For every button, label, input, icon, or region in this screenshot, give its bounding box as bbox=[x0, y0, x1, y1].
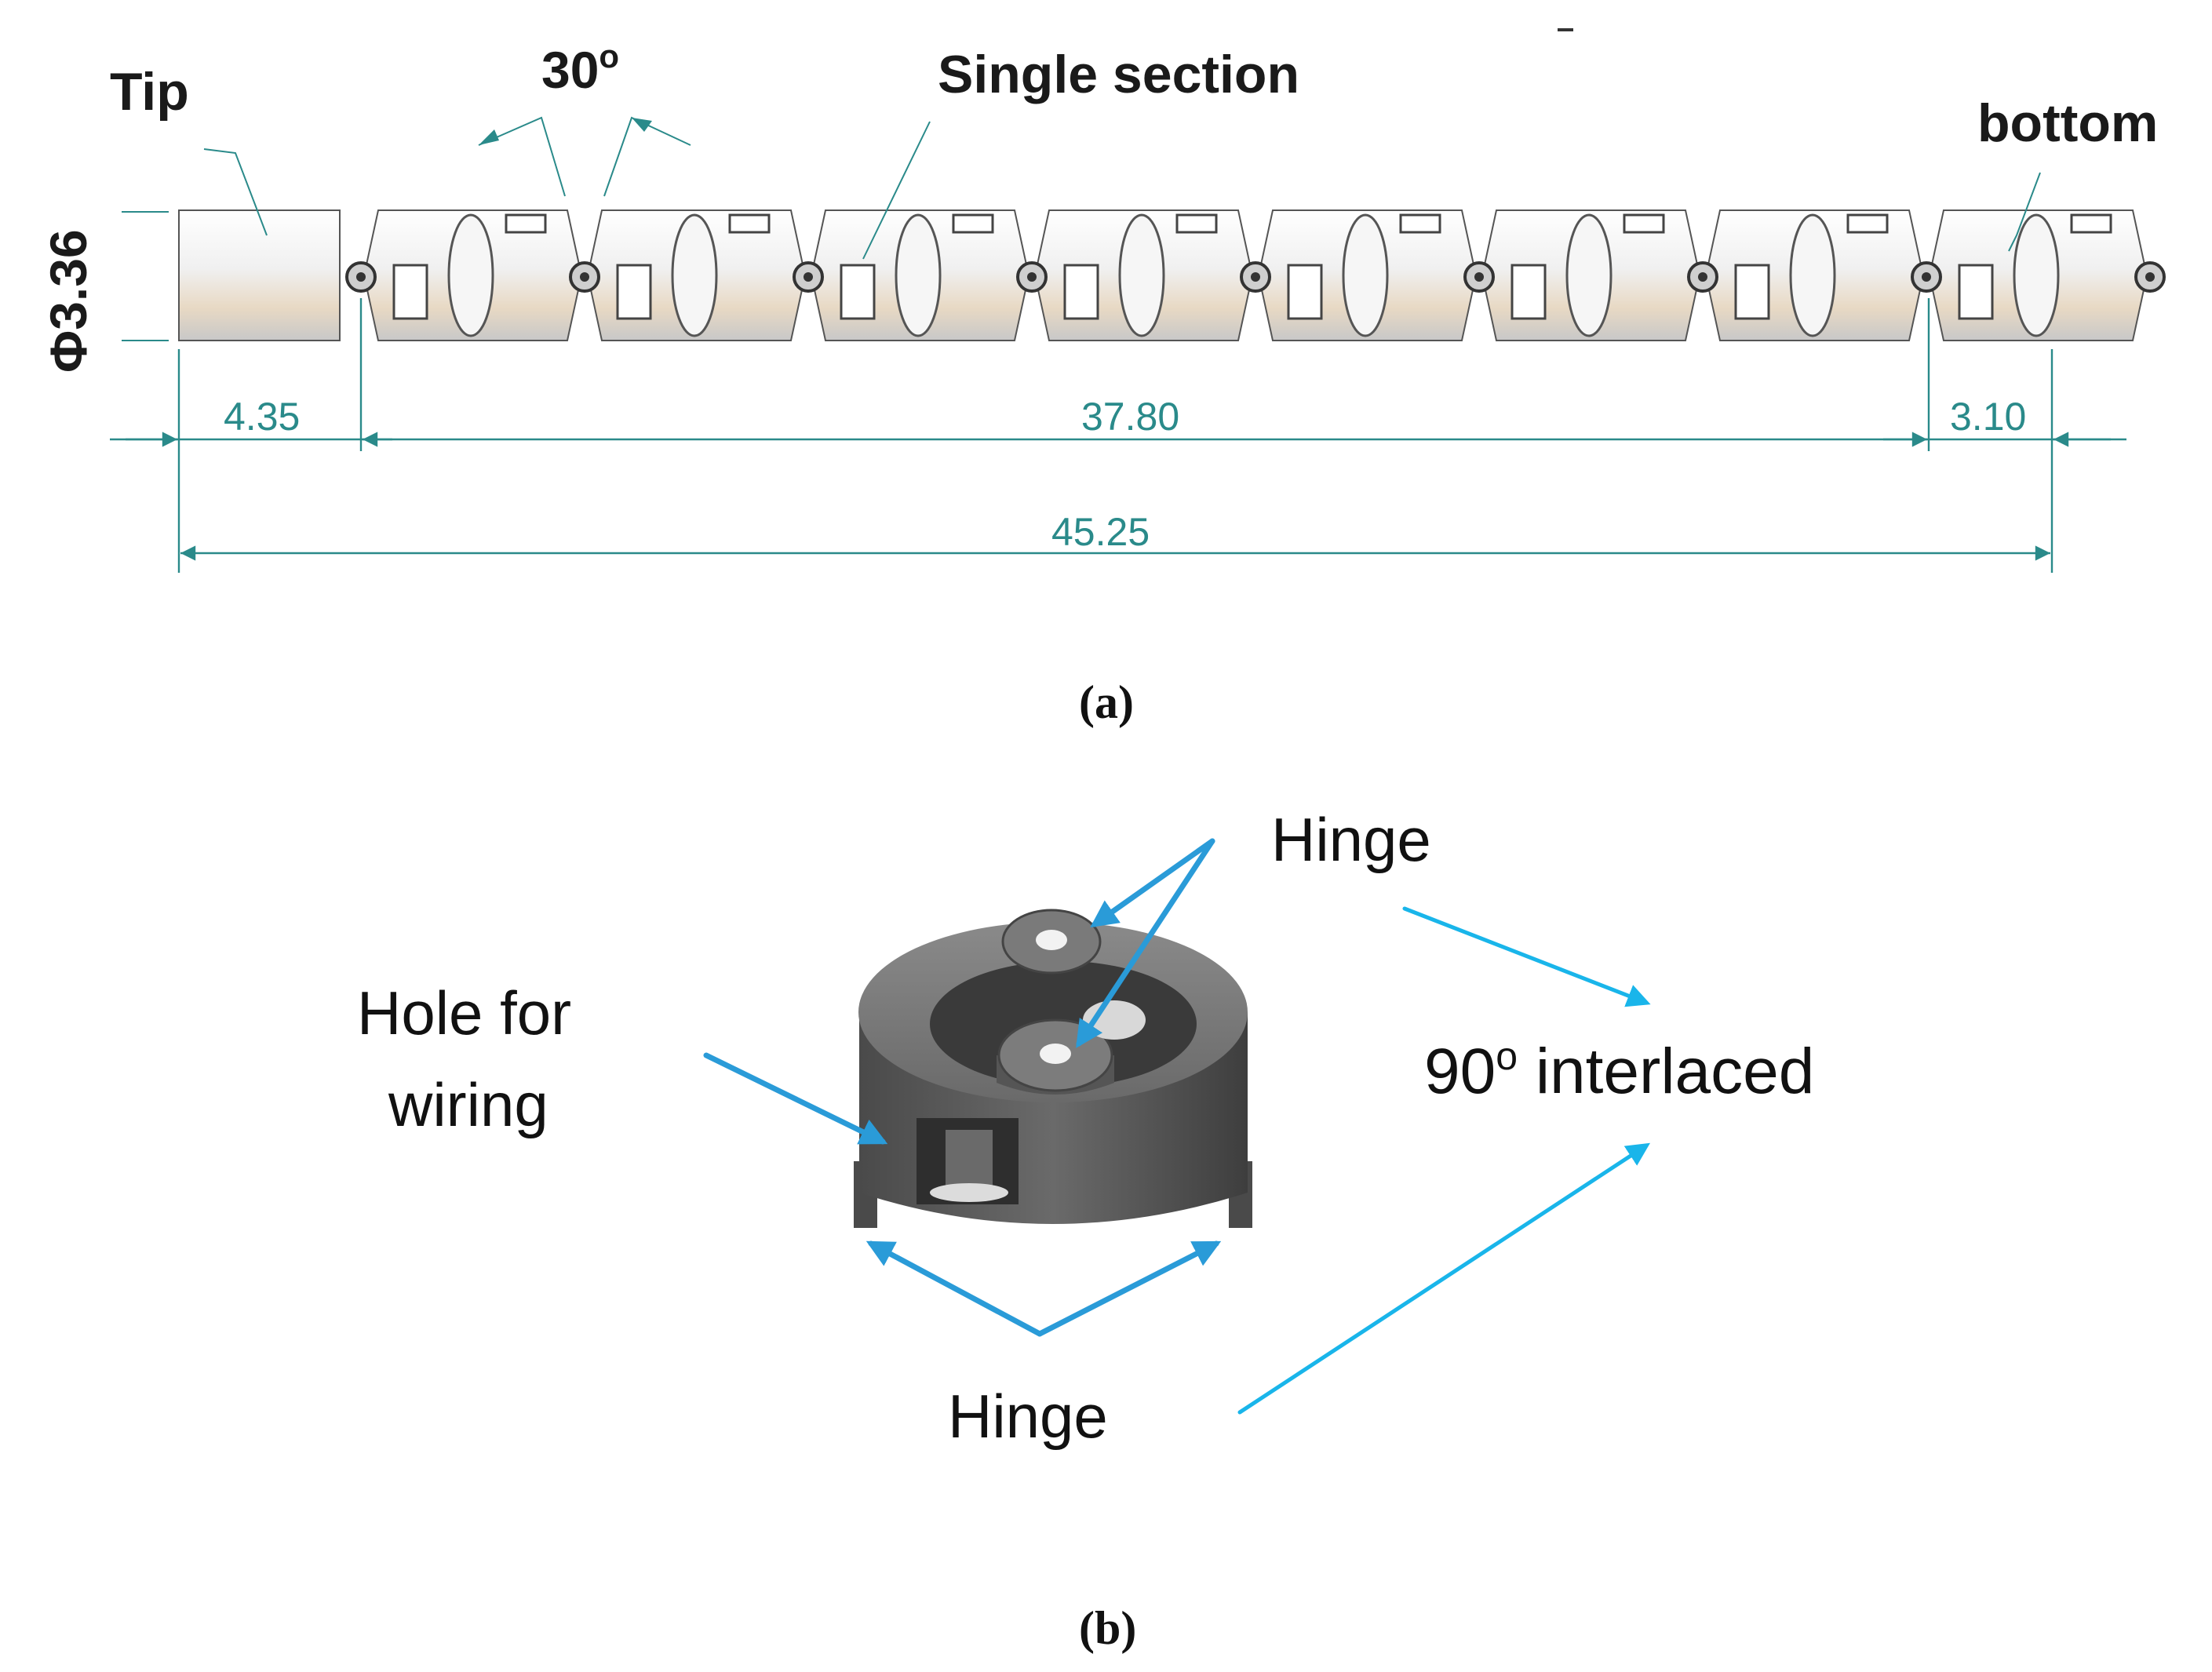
section-window bbox=[1734, 264, 1770, 320]
angle-leader-right bbox=[603, 116, 691, 197]
bottom-leader bbox=[2008, 172, 2041, 252]
section-slot bbox=[2070, 213, 2112, 234]
dim-total-length: 45.25 bbox=[1051, 510, 1150, 554]
hinge-pin-center bbox=[2145, 272, 2155, 282]
top-hinge-front-hole bbox=[1040, 1044, 1071, 1064]
angle-arrow-left-head bbox=[479, 129, 499, 145]
dim-middle-length: 37.80 bbox=[1081, 395, 1179, 439]
bottom-label: bottom bbox=[1977, 93, 2158, 153]
hinge-pin-center bbox=[1251, 272, 1260, 282]
section-slot bbox=[952, 213, 994, 234]
section-slot bbox=[728, 213, 771, 234]
tube-sections bbox=[345, 209, 2166, 341]
section-ring bbox=[1789, 213, 1836, 337]
arrow-interlaced-bottom bbox=[1237, 1142, 1651, 1415]
panel-a: Tip 30o Single section bottom Φ3.36 4.35… bbox=[39, 28, 2166, 728]
arrow-interlaced-top bbox=[1402, 906, 1651, 1007]
section-window bbox=[1287, 264, 1323, 320]
section-window bbox=[1511, 264, 1547, 320]
panel-b: Hinge Hole for wiring 90o interlaced Hin… bbox=[357, 805, 1814, 1654]
section-slot bbox=[505, 213, 547, 234]
hole-label-line2: wiring bbox=[388, 1070, 548, 1139]
dim-tip-length: 4.35 bbox=[224, 395, 300, 439]
section-slot bbox=[1399, 213, 1441, 234]
hinge-pin-center bbox=[1027, 272, 1037, 282]
arrow-hinge-top-front bbox=[1076, 838, 1215, 1048]
diameter-label: Φ3.36 bbox=[39, 229, 97, 373]
section-window bbox=[1958, 264, 1994, 320]
section-part-3d bbox=[854, 909, 1252, 1228]
hinge-pin-center bbox=[1474, 272, 1484, 282]
section-window bbox=[392, 264, 428, 320]
hinge-pin-center bbox=[580, 272, 589, 282]
angle-leader-left bbox=[478, 116, 566, 197]
section-slot bbox=[1846, 213, 1889, 234]
hinge-pin-center bbox=[804, 272, 813, 282]
caption-a: (a) bbox=[1079, 676, 1134, 728]
hinge-top-label: Hinge bbox=[1271, 805, 1431, 874]
arrow-hinge-bottom-right bbox=[1037, 1240, 1222, 1337]
section-window bbox=[840, 264, 876, 320]
single-section-leader bbox=[862, 121, 931, 260]
tip-leader bbox=[203, 148, 268, 236]
arrow-hinge-top-back bbox=[1090, 838, 1215, 928]
single-section-label: Single section bbox=[938, 45, 1299, 104]
dim-bottom-length: 3.10 bbox=[1950, 395, 2026, 439]
section-ring bbox=[2013, 213, 2060, 337]
section-ring bbox=[447, 213, 494, 337]
hinge-pin-center bbox=[1922, 272, 1931, 282]
section-ring bbox=[895, 213, 942, 337]
section-slot bbox=[1175, 213, 1218, 234]
hinge-bottom-label: Hinge bbox=[948, 1382, 1108, 1451]
hole-label-line1: Hole for bbox=[357, 978, 571, 1047]
section-ring bbox=[1342, 213, 1389, 337]
section-slot bbox=[1623, 213, 1665, 234]
angle-arrow-right-head bbox=[632, 118, 652, 132]
section-ring bbox=[671, 213, 718, 337]
angle-label: 30o bbox=[541, 38, 619, 99]
hinge-pin-center bbox=[356, 272, 366, 282]
section-ring bbox=[1118, 213, 1165, 337]
arrow-hinge-bottom-left bbox=[865, 1240, 1043, 1337]
section-window bbox=[616, 264, 652, 320]
section-window bbox=[1063, 264, 1099, 320]
arrow-wiring-hole bbox=[703, 1052, 888, 1145]
section-ring bbox=[1565, 213, 1613, 337]
tip-label: Tip bbox=[110, 62, 189, 122]
interlaced-label: 90o interlaced bbox=[1424, 1034, 1814, 1107]
top-hinge-back-hole bbox=[1036, 930, 1067, 950]
tube-tip-segment bbox=[178, 209, 341, 341]
wiring-hole-light bbox=[930, 1183, 1008, 1202]
tube-assembly bbox=[178, 209, 2166, 341]
caption-b: (b) bbox=[1079, 1602, 1136, 1654]
hinge-pin-center bbox=[1698, 272, 1707, 282]
